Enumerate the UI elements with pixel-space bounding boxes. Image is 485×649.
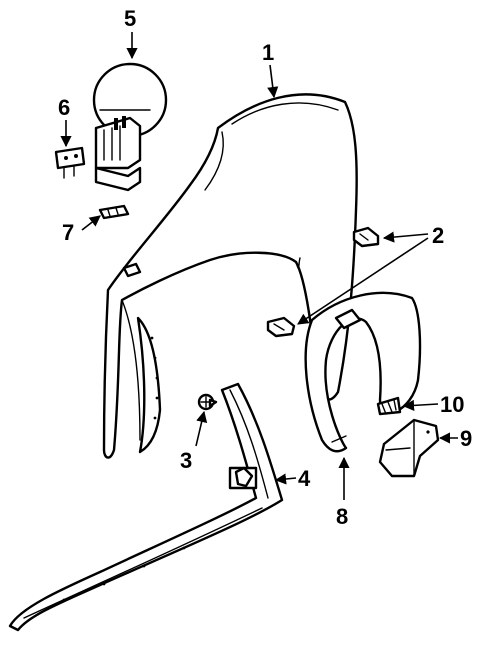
callout-6: 6 xyxy=(58,95,70,120)
callout-7: 7 xyxy=(62,220,74,245)
leader-3 xyxy=(195,410,208,447)
screw-part xyxy=(197,393,218,411)
fuel-door-part xyxy=(92,62,168,192)
leader-2a xyxy=(382,231,429,243)
hinge-bracket-part xyxy=(54,146,86,179)
clip-upper-part xyxy=(352,226,380,248)
clip-lower-part xyxy=(266,316,296,338)
callout-2: 2 xyxy=(432,223,444,248)
fender-part xyxy=(102,93,358,459)
spring-plate-part xyxy=(98,204,130,220)
callout-4: 4 xyxy=(298,466,311,491)
callout-1: 1 xyxy=(262,40,274,65)
callout-3: 3 xyxy=(180,448,192,473)
leader-1 xyxy=(267,64,279,99)
callout-8: 8 xyxy=(336,504,348,529)
callout-5: 5 xyxy=(124,6,136,31)
leader-2b xyxy=(297,237,429,325)
leader-10 xyxy=(402,399,439,411)
callout-10: 10 xyxy=(440,392,464,417)
leader-4 xyxy=(274,473,297,485)
mud-flap-part xyxy=(378,418,440,478)
leader-7 xyxy=(81,215,101,231)
callout-9: 9 xyxy=(460,426,472,451)
tapping-screw-part xyxy=(376,396,402,416)
rocker-molding-part xyxy=(8,382,284,632)
